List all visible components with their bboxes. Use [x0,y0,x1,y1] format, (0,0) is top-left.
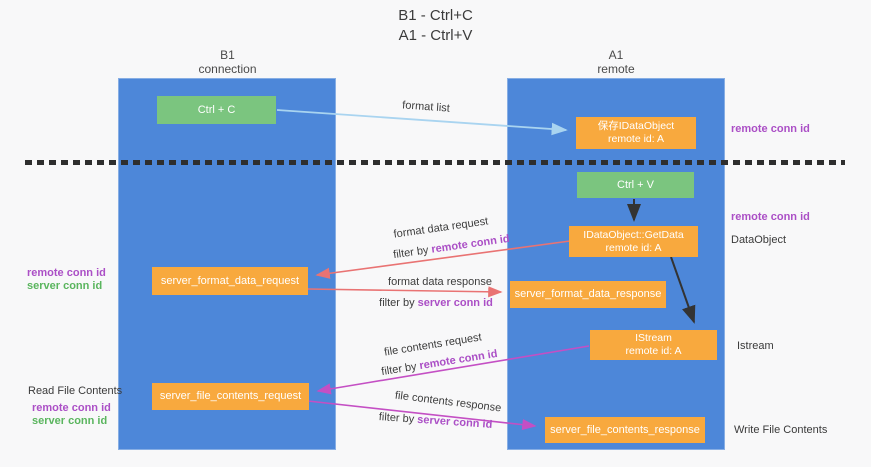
node-ctrl-v: Ctrl + V [577,172,694,198]
node-server-format-data-request-label: server_format_data_request [160,274,300,287]
node-idataobject-getdata: IDataObject::GetData remote id: A [569,226,698,257]
lane-a1-subtitle: remote [597,62,635,76]
node-server-format-data-response-label: server_format_data_response [514,288,662,300]
node-save-idataobject: 保存IDataObject remote id: A [576,117,696,149]
node-istream-line2: remote id: A [625,345,682,357]
label-dataobject: DataObject [731,234,787,246]
session-divider-dashed-line [25,160,845,165]
node-istream: IStream remote id: A [590,330,717,360]
lane-header-b1: B1 connection [120,48,335,76]
filter-conn-id: server conn id [417,297,493,309]
filter-prefix: filter by [392,243,433,262]
label-server-conn-id-left-top: server conn id [27,280,103,292]
filter-conn-id: server conn id [416,413,493,431]
node-server-file-contents-response: server_file_contents_response [545,417,705,443]
label-server-conn-id-left-bottom: server conn id [32,415,108,427]
node-idataobject-getdata-line2: remote id: A [605,241,662,254]
label-remote-conn-id-right-top: remote conn id [731,123,810,135]
node-save-idataobject-line2: remote id: A [607,133,665,145]
node-server-file-contents-response-label: server_file_contents_response [550,423,700,436]
filter-prefix: filter by [379,297,418,309]
node-ctrl-c-label: Ctrl + C [197,103,236,116]
node-ctrl-v-label: Ctrl + V [617,178,654,191]
label-remote-conn-id-left-bottom: remote conn id [32,402,111,414]
filter-prefix: filter by [378,411,418,426]
label-read-file-contents: Read File Contents [28,385,123,397]
node-idataobject-getdata-line1: IDataObject::GetData [583,228,684,241]
lane-header-a1: A1 remote [507,48,725,76]
label-remote-conn-id-right-mid: remote conn id [731,211,810,223]
lane-a1-name: A1 [608,48,624,62]
node-server-file-contents-request-label: server_file_contents_request [159,390,302,402]
diagram-title: B1 - Ctrl+C A1 - Ctrl+V [0,6,871,46]
node-server-format-data-request: server_format_data_request [152,267,308,295]
node-server-file-contents-request: server_file_contents_request [152,383,309,410]
title-line-2: A1 - Ctrl+V [398,27,473,44]
lane-b1-name: B1 [220,48,235,62]
node-server-format-data-response: server_format_data_response [510,281,666,308]
label-remote-conn-id-left-top: remote conn id [27,267,106,279]
node-istream-line1: IStream [635,332,672,344]
arrow-label-format-data-response: format data response [388,276,492,288]
format-data-response-arrow [307,286,503,298]
node-save-idataobject-line1: 保存IDataObject [597,120,675,132]
arrow-label-format-data-response-filter: filter by server conn id [366,297,506,310]
filter-conn-id: remote conn id [430,232,511,256]
title-line-1: B1 - Ctrl+C [398,7,473,24]
lane-b1-subtitle: connection [198,62,257,76]
label-write-file-contents: Write File Contents [734,424,828,436]
label-istream: Istream [737,340,774,352]
arrow-label-format-list: format list [401,99,451,115]
filter-prefix: filter by [380,360,421,379]
node-ctrl-c: Ctrl + C [157,96,276,124]
